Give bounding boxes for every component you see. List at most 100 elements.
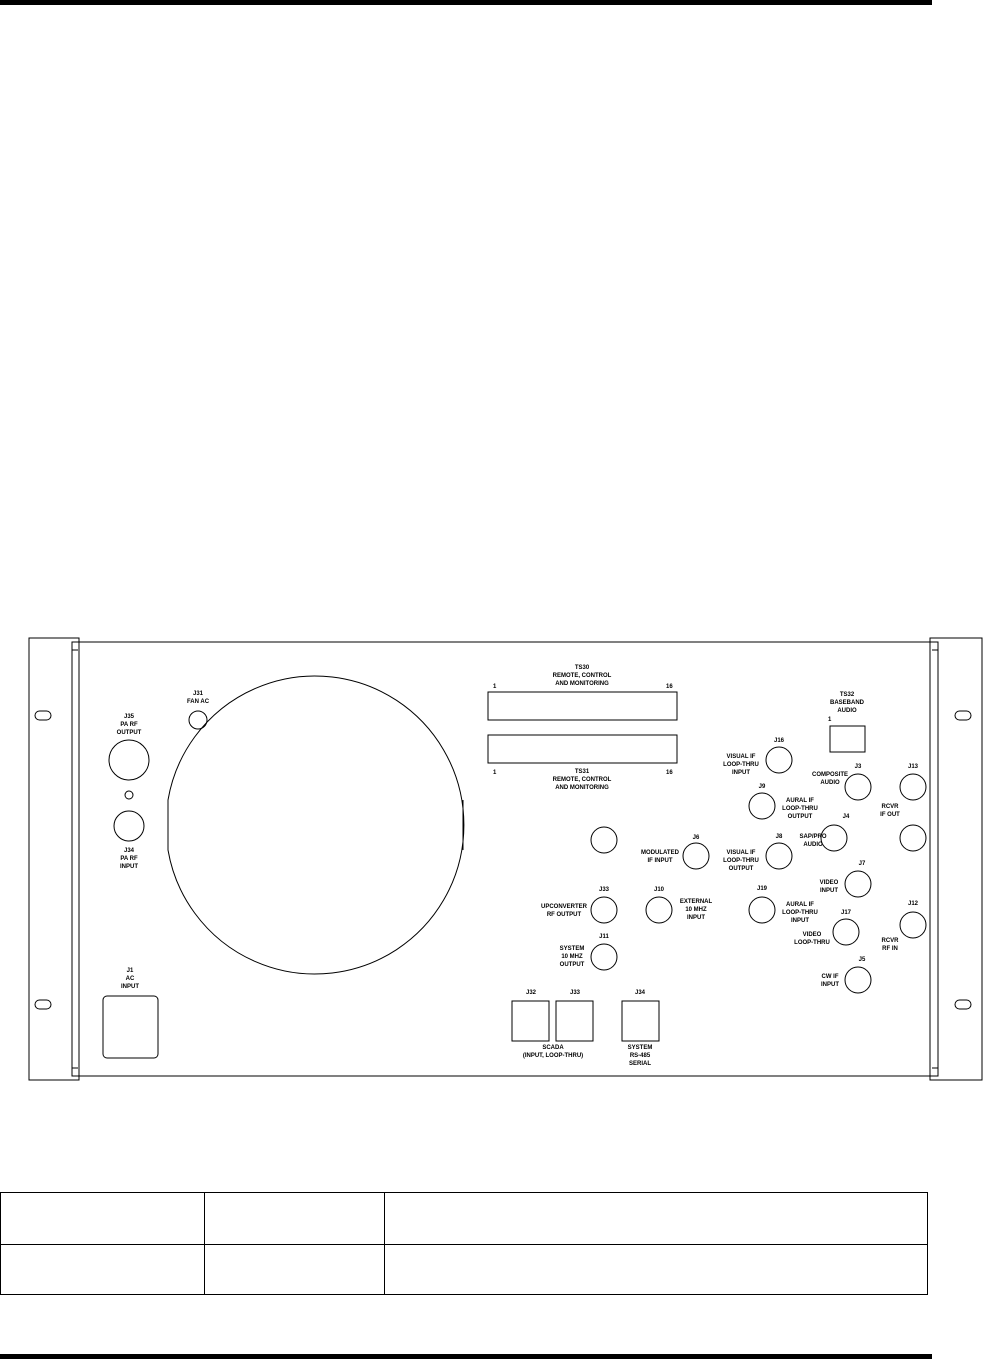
ts30-terminal-strip <box>487 691 678 721</box>
ts32-terminal-strip <box>829 725 866 753</box>
led-indicator-icon <box>124 790 134 800</box>
system-serial-label: SERIAL <box>629 1061 651 1067</box>
table-cell <box>0 1192 205 1245</box>
scada-label: SCADA <box>542 1045 564 1051</box>
ts31-label: AND MONITORING <box>555 785 609 791</box>
j6-connector-icon <box>682 842 710 870</box>
j8-label: VISUAL IF <box>727 850 756 856</box>
j35-label: PA RF <box>120 722 138 728</box>
j5-label: CW IF <box>822 974 839 980</box>
j5-label: INPUT <box>821 982 839 988</box>
mount-slot-icon <box>954 999 972 1010</box>
j9-label: AURAL IF <box>786 798 814 804</box>
j10-connector-icon <box>645 896 673 924</box>
ts31-label: TS31 <box>575 769 590 775</box>
j31-connector-icon <box>188 710 208 730</box>
j13-label: J13 <box>908 764 919 770</box>
j33b-label: J33 <box>570 990 581 996</box>
j3-label: COMPOSITE <box>812 772 848 778</box>
j6-label: IF INPUT <box>648 858 673 864</box>
ts32-label: AUDIO <box>837 708 857 714</box>
j10-label: 10 MHZ <box>685 907 707 913</box>
j11-label: SYSTEM <box>560 946 585 952</box>
j1-label: AC <box>126 976 135 982</box>
j6-label: J6 <box>693 835 700 841</box>
j5-label: J5 <box>859 957 866 963</box>
j4-label: J4 <box>843 814 850 820</box>
system-serial-label: SYSTEM <box>628 1045 653 1051</box>
mount-slot-icon <box>34 999 52 1010</box>
j3-connector-icon <box>844 773 872 801</box>
ts32-label: BASEBAND <box>830 700 865 706</box>
j11-label: 10 MHZ <box>561 954 583 960</box>
ts32-label: TS32 <box>840 692 855 698</box>
ts32-pin: 1 <box>828 717 832 723</box>
j17-label: J17 <box>841 910 852 916</box>
j12-label: J12 <box>908 901 919 907</box>
table-row <box>0 1192 928 1245</box>
j34-label: INPUT <box>120 864 138 870</box>
j34b-label: J34 <box>635 990 646 996</box>
j32-label: J32 <box>526 990 537 996</box>
j10-label: J10 <box>654 887 665 893</box>
ts30-label: TS30 <box>575 665 590 671</box>
system-serial-label: RS-485 <box>630 1053 651 1059</box>
j6-label: MODULATED <box>641 850 680 856</box>
connector-table <box>0 1192 928 1295</box>
j8-label: J8 <box>776 834 783 840</box>
j11-label: OUTPUT <box>560 962 585 968</box>
j13b-connector-icon <box>899 824 927 852</box>
j16-label: J16 <box>774 738 785 744</box>
table-cell <box>384 1244 928 1295</box>
j16-label: LOOP-THRU <box>723 762 759 768</box>
j7-label: J7 <box>859 861 866 867</box>
j13-connector-icon <box>899 773 927 801</box>
bottom-rule <box>0 1354 932 1359</box>
left-rack-ear <box>28 637 80 1081</box>
scada-label: (INPUT, LOOP-THRU) <box>523 1053 583 1059</box>
right-rack-ear <box>929 637 983 1081</box>
j19-label: LOOP-THRU <box>782 910 818 916</box>
j8-label: LOOP-THRU <box>723 858 759 864</box>
top-rule <box>0 0 932 5</box>
j5-connector-icon <box>844 966 872 994</box>
j3-label: J3 <box>855 764 862 770</box>
ts31-pin-end: 16 <box>666 770 673 776</box>
j8-label: OUTPUT <box>729 866 754 872</box>
j9-label: LOOP-THRU <box>782 806 818 812</box>
mount-slot-icon <box>954 710 972 721</box>
j31-label: FAN AC <box>187 699 210 705</box>
ts30-label: REMOTE, CONTROL <box>553 673 612 679</box>
unlabeled-connector-icon <box>590 826 618 854</box>
ts30-label: AND MONITORING <box>555 681 609 687</box>
j10-label: EXTERNAL <box>680 899 713 905</box>
j33-label: J33 <box>599 887 610 893</box>
rear-panel-diagram: TS30 REMOTE, CONTROL AND MONITORING 1 16… <box>28 637 983 1081</box>
ts30-pin-end: 16 <box>666 684 673 690</box>
j12-label: RCVR <box>881 938 899 944</box>
j35-label: J35 <box>124 714 135 720</box>
j11-connector-icon <box>590 943 618 971</box>
table-row <box>0 1244 928 1295</box>
j12-connector-icon <box>899 911 927 939</box>
j9-connector-icon <box>748 792 776 820</box>
j10-label: INPUT <box>687 915 705 921</box>
j7-label: INPUT <box>820 888 838 894</box>
j34-label: J34 <box>124 848 135 854</box>
ts31-terminal-strip <box>487 734 678 764</box>
j13-label: RCVR <box>881 804 899 810</box>
mount-slot-icon <box>34 710 52 721</box>
j16-connector-icon <box>765 746 793 774</box>
j35-connector-icon <box>108 739 150 781</box>
j33-jack-icon <box>555 1000 594 1042</box>
j19-label: AURAL IF <box>786 902 814 908</box>
ts31-label: REMOTE, CONTROL <box>553 777 612 783</box>
j1-label: INPUT <box>121 984 139 990</box>
j34-label: PA RF <box>120 856 138 862</box>
j4-label: AUDIO <box>803 842 823 848</box>
j17-connector-icon <box>832 918 860 946</box>
j33-connector-icon <box>590 896 618 924</box>
j33-label: RF OUTPUT <box>547 912 582 918</box>
panel-body <box>71 641 939 1077</box>
j9-label: OUTPUT <box>788 814 813 820</box>
